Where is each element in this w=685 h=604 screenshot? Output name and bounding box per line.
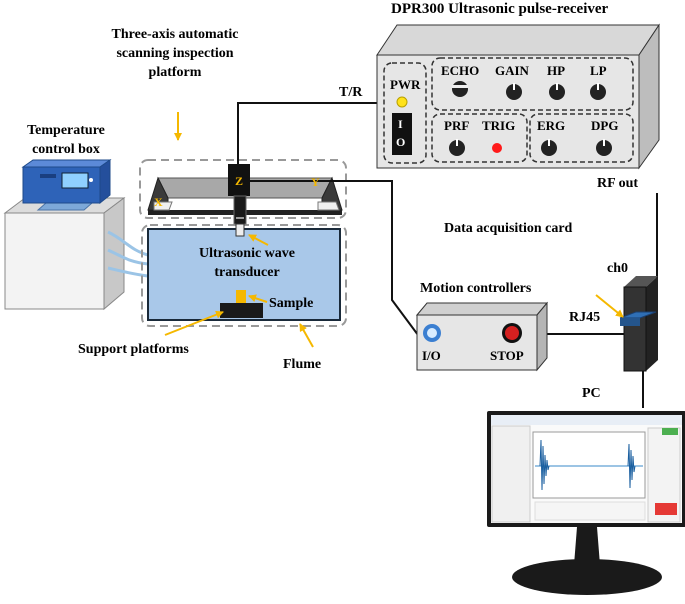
platform-label-line-1: Three-axis automatic xyxy=(111,27,239,42)
platform-label-line-2: scanning inspection xyxy=(116,46,234,61)
platform-dashed-box xyxy=(139,159,347,219)
gain-label: GAIN xyxy=(495,63,529,78)
sample-label: Sample xyxy=(269,296,314,311)
power-switch-on: I xyxy=(398,117,403,131)
tr-label: T/R xyxy=(339,85,363,100)
pc-monitor xyxy=(487,411,685,595)
platform-label-line-3: platform xyxy=(148,65,202,80)
hp-label: HP xyxy=(547,63,566,78)
lp-label: LP xyxy=(590,63,607,78)
hoses xyxy=(107,230,149,278)
pulser-receiver-device xyxy=(376,23,660,170)
ch0-label: ch0 xyxy=(607,261,628,276)
trig-label: TRIG xyxy=(482,118,516,133)
echo-label: ECHO xyxy=(441,63,480,78)
erg-label: ERG xyxy=(537,118,566,133)
axis-x-label: X xyxy=(154,195,163,209)
rj45-label: RJ45 xyxy=(569,310,601,325)
flume-tank xyxy=(147,228,341,321)
temperature-label-line-2: control box xyxy=(32,142,100,157)
temperature-label-line-1: Temperature xyxy=(27,123,105,138)
annotation-arrows xyxy=(164,112,624,348)
pc-label: PC xyxy=(582,386,601,401)
daq-label: Data acquisition card xyxy=(444,221,573,236)
cables xyxy=(237,102,658,408)
pwr-label: PWR xyxy=(390,77,421,92)
motion-controller-device xyxy=(415,301,549,372)
motion-controllers-label: Motion controllers xyxy=(420,281,532,296)
io-label: I/O xyxy=(422,348,441,363)
support-platforms-label: Support platforms xyxy=(78,342,189,357)
stop-label: STOP xyxy=(490,348,524,363)
daq-tower xyxy=(619,276,658,372)
dpg-label: DPG xyxy=(591,118,619,133)
flume-label: Flume xyxy=(283,357,322,372)
transducer-label-line-1: Ultrasonic wave xyxy=(198,246,296,261)
pulser-title: DPR300 Ultrasonic pulse-receiver xyxy=(391,1,609,17)
transducer-label-line-2: transducer xyxy=(214,265,280,280)
scanning-platform xyxy=(147,164,343,237)
power-switch-off: O xyxy=(396,135,406,149)
axis-z-label: Z xyxy=(235,174,244,188)
temperature-control-box xyxy=(3,159,126,311)
axis-y-label: Y xyxy=(311,175,320,189)
prf-label: PRF xyxy=(444,118,470,133)
rf-out-label: RF out xyxy=(597,176,639,191)
